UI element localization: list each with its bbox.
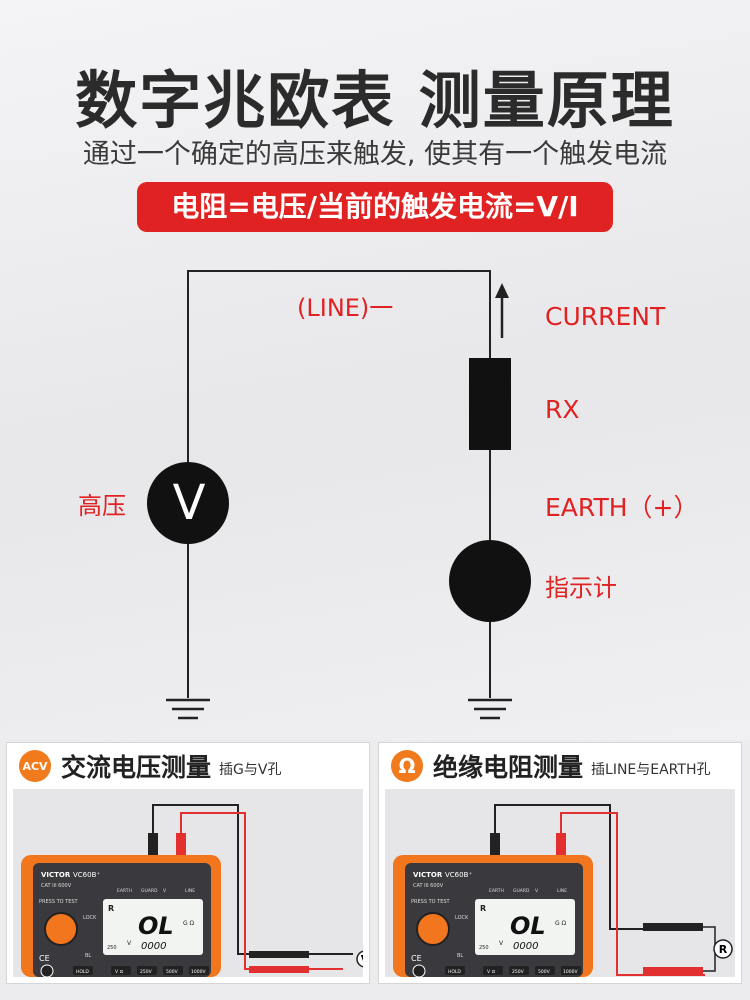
svg-text:LOCK: LOCK [83, 915, 97, 921]
line-label: (LINE)一 [297, 294, 394, 322]
earth-label: EARTH（+） [545, 493, 699, 522]
meter-illustration: V VICTOR VC60B⁺ CAT III 600V PRESS TO TE… [21, 804, 363, 977]
acv-badge-icon: ACV [19, 750, 51, 782]
svg-text:HOLD: HOLD [448, 969, 461, 975]
svg-text:R: R [719, 943, 728, 956]
svg-text:CE: CE [39, 954, 50, 963]
meter-illustration: R VICTOR VC60B⁺ CAT III 600V PRESS TO TE… [393, 804, 733, 977]
svg-text:EARTH: EARTH [489, 888, 504, 894]
voltmeter-symbol: V [172, 475, 206, 531]
svg-text:500V: 500V [166, 969, 179, 975]
high-voltage-label: 高压 [78, 492, 126, 520]
svg-text:BL: BL [85, 953, 91, 959]
indicator-circle [449, 540, 531, 622]
panel-image: R VICTOR VC60B⁺ CAT III 600V PRESS TO TE… [385, 789, 735, 977]
svg-text:V: V [361, 953, 363, 966]
panel-header: Ω 绝缘电阻测量 插LINE与EARTH孔 [379, 743, 741, 789]
current-label: CURRENT [545, 302, 666, 331]
svg-text:V ⊡: V ⊡ [115, 969, 124, 975]
svg-text:V: V [163, 888, 167, 894]
ground-left-icon [166, 698, 210, 720]
lcd-display [475, 899, 575, 955]
svg-text:BL: BL [457, 953, 463, 959]
panel-title: 绝缘电阻测量 [433, 753, 584, 782]
rotary-knob [44, 912, 78, 946]
svg-text:CAT III 600V: CAT III 600V [41, 883, 72, 889]
svg-text:500V: 500V [538, 969, 551, 975]
ground-right-icon [468, 698, 512, 720]
svg-text:1000V: 1000V [191, 969, 206, 975]
svg-text:VICTOR: VICTOR [413, 871, 443, 879]
probe-symbol-icon [356, 950, 363, 968]
page-subtitle: 通过一个确定的高压来触发, 使其有一个触发电流 [82, 139, 668, 170]
svg-text:OL: OL [138, 912, 174, 940]
svg-text:V: V [535, 888, 539, 894]
svg-text:HOLD: HOLD [76, 969, 89, 975]
svg-text:OL: OL [510, 912, 546, 940]
svg-text:G Ω: G Ω [183, 920, 195, 927]
svg-text:EARTH: EARTH [117, 888, 132, 894]
svg-text:CE: CE [411, 954, 422, 963]
page-title: 数字兆欧表 测量原理 [75, 64, 675, 137]
svg-text:VC60B⁺: VC60B⁺ [73, 871, 100, 879]
svg-text:PRESS TO TEST: PRESS TO TEST [39, 899, 79, 905]
panel-ac-voltage: ACV 交流电压测量 插G与V孔 V VICTOR VC60B⁺ CAT III… [6, 742, 370, 984]
panel-title: 交流电压测量 [61, 753, 212, 782]
circuit-diagram [147, 270, 531, 720]
svg-text:VICTOR: VICTOR [41, 871, 71, 879]
circuit-wires [187, 270, 491, 698]
svg-text:GUARD: GUARD [141, 888, 158, 894]
indicator-label: 指示计 [545, 574, 617, 602]
power-button-icon [40, 964, 54, 977]
svg-text:250: 250 [107, 945, 117, 951]
svg-text:CAT III 600V: CAT III 600V [413, 883, 444, 889]
svg-text:V ⊡: V ⊡ [487, 969, 496, 975]
svg-text:V: V [127, 940, 132, 947]
formula-banner: 电阻=电压/当前的触发电流=V/I [137, 182, 613, 232]
svg-text:G Ω: G Ω [555, 920, 567, 927]
svg-text:GUARD: GUARD [513, 888, 530, 894]
panel-header: ACV 交流电压测量 插G与V孔 [7, 743, 369, 789]
ohm-badge-icon: Ω [391, 750, 423, 782]
svg-text:R: R [108, 904, 114, 913]
probe-symbol-icon [713, 939, 733, 959]
rx-label: RX [545, 395, 580, 424]
wire-top [187, 270, 491, 462]
svg-text:V: V [499, 940, 504, 947]
svg-text:LINE: LINE [185, 888, 195, 894]
svg-text:LOCK: LOCK [455, 915, 469, 921]
svg-text:250V: 250V [140, 969, 153, 975]
panel-insulation-resistance: Ω 绝缘电阻测量 插LINE与EARTH孔 R VICTOR VC60B⁺ CA… [378, 742, 742, 984]
lcd-display [103, 899, 203, 955]
background [0, 0, 750, 740]
svg-text:LINE: LINE [557, 888, 567, 894]
current-arrow-icon [495, 283, 509, 338]
svg-text:250V: 250V [512, 969, 525, 975]
svg-text:R: R [480, 904, 486, 913]
svg-text:250: 250 [479, 945, 489, 951]
panel-note: 插LINE与EARTH孔 [591, 762, 711, 778]
svg-text:0000: 0000 [513, 941, 538, 952]
power-button-icon [412, 964, 426, 977]
rotary-knob [416, 912, 450, 946]
svg-text:VC60B⁺: VC60B⁺ [445, 871, 472, 879]
resistor-rx [469, 358, 511, 450]
panel-note: 插G与V孔 [219, 762, 282, 778]
svg-text:1000V: 1000V [563, 969, 578, 975]
svg-text:PRESS TO TEST: PRESS TO TEST [411, 899, 451, 905]
svg-text:0000: 0000 [141, 941, 166, 952]
voltmeter-circle [147, 462, 229, 544]
panel-image: V VICTOR VC60B⁺ CAT III 600V PRESS TO TE… [13, 789, 363, 977]
